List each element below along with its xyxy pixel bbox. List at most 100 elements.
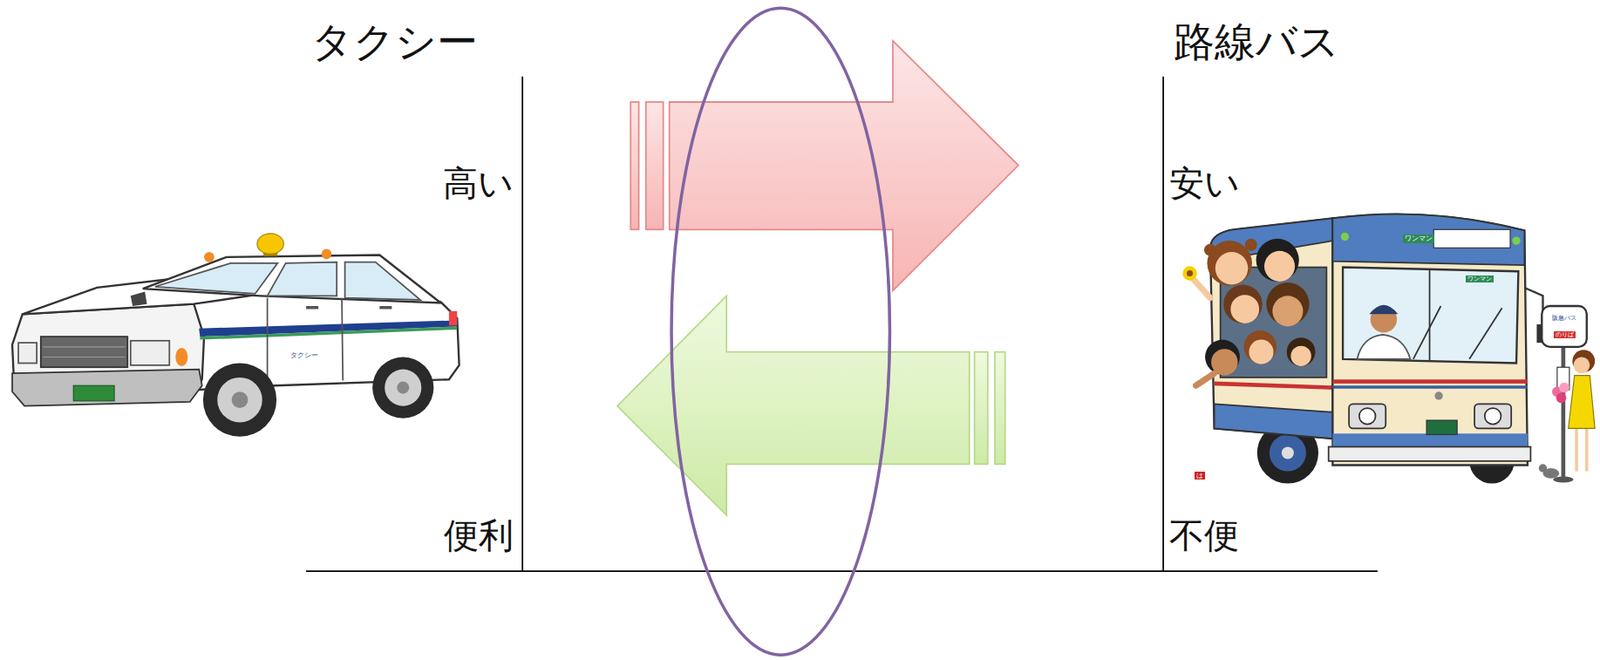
- hub: [231, 391, 249, 409]
- child-arm: [1196, 373, 1215, 386]
- girl-leg: [1585, 428, 1589, 471]
- bouquet: [1559, 382, 1570, 394]
- taxi-grille: [40, 336, 128, 368]
- headlight-frame: [1474, 403, 1512, 429]
- headlight-frame: [1348, 403, 1386, 429]
- taxi-window: [267, 262, 338, 297]
- headlight: [130, 340, 170, 366]
- axis-label: 便利: [443, 516, 514, 557]
- door-line: [341, 298, 343, 382]
- marker-light: [1341, 232, 1349, 241]
- roof-lamp: [257, 233, 284, 254]
- taxi-windshield: [155, 263, 278, 294]
- column-heading: 路線バス: [1173, 19, 1340, 67]
- arrow-stripe: [630, 102, 639, 230]
- child-face: [1264, 251, 1295, 282]
- headlight: [18, 342, 37, 363]
- bus-lower-band: [1214, 403, 1334, 439]
- base-line: [306, 570, 1378, 572]
- taxi-stripe: [199, 326, 457, 340]
- column-heading: タクシー: [311, 19, 478, 67]
- child-face: [1290, 346, 1311, 367]
- girl-face: [1573, 357, 1591, 375]
- child-arm: [1191, 277, 1211, 298]
- hub: [1281, 446, 1294, 459]
- child-pigtail: [1204, 244, 1217, 257]
- driver-cap: [1369, 305, 1399, 315]
- windshield-sign-text: ワンマン: [1465, 275, 1494, 283]
- arrow-stripe: [974, 352, 988, 465]
- tire: [203, 363, 277, 437]
- child-face: [1230, 294, 1260, 324]
- door-text: タクシー: [290, 351, 319, 360]
- marker-light: [1511, 236, 1520, 245]
- bus-windshield: [1342, 267, 1519, 364]
- flower-center: [1186, 270, 1193, 277]
- child-hair: [1256, 238, 1300, 282]
- grille-line: [42, 356, 126, 358]
- bus-stripe: [1214, 381, 1334, 390]
- block-arrow: [669, 40, 1019, 292]
- bus-lower-band: [1332, 433, 1528, 447]
- grille-line: [42, 346, 126, 348]
- axis-label: 不便: [1169, 516, 1240, 557]
- bus-illustration: [1182, 214, 1595, 484]
- destination-sign: [1433, 229, 1511, 248]
- artist-stamp: は: [1194, 471, 1206, 480]
- bus-stop-name: 阪急バス: [1552, 314, 1577, 322]
- taxi-cabin: [142, 255, 442, 304]
- axis-label: 高い: [442, 163, 514, 205]
- wheel: [384, 369, 422, 407]
- destination-sign-text: ワンマン: [1402, 234, 1435, 243]
- wheel: [1269, 434, 1307, 471]
- tail-light: [449, 311, 457, 326]
- driver-body: [1356, 334, 1410, 360]
- bus-top-band: [1332, 214, 1525, 266]
- door-line: [266, 298, 269, 384]
- child-hair: [1223, 284, 1262, 323]
- taxi-window: [345, 262, 422, 300]
- side-mirror: [130, 292, 148, 307]
- wheel: [217, 377, 262, 423]
- wiper: [1469, 307, 1502, 360]
- hub: [396, 381, 409, 395]
- tire: [372, 357, 434, 419]
- child-hair: [1286, 337, 1316, 367]
- bouquet: [1556, 392, 1567, 403]
- child-pigtail: [1245, 238, 1258, 252]
- marker-light: [321, 248, 333, 259]
- headlight: [1484, 408, 1502, 425]
- bus-front: [1332, 214, 1528, 466]
- marker-light: [204, 251, 215, 263]
- door-handle: [306, 306, 319, 310]
- bus-stop-text: のりば: [1553, 331, 1576, 339]
- indicator-light: [175, 347, 188, 367]
- taxi-illustration: [12, 233, 460, 437]
- mirror-arm: [1524, 287, 1543, 325]
- bus-stripe: [1332, 385, 1528, 389]
- cat-head: [1538, 463, 1547, 472]
- bus-stop-pole: [1561, 342, 1566, 480]
- taxi-bumper: [12, 369, 203, 407]
- flower: [1182, 265, 1197, 280]
- arrow-stripe: [994, 352, 1006, 465]
- door-handle: [379, 306, 392, 310]
- wiper: [1413, 306, 1442, 360]
- girl-leg: [1574, 428, 1579, 471]
- license-plate: [73, 385, 115, 402]
- left-axis: [521, 76, 524, 572]
- license-plate: [1426, 420, 1458, 435]
- arrow-stripe: [646, 102, 664, 230]
- bus-stop-sign: [1541, 306, 1587, 348]
- child-face: [1248, 340, 1274, 365]
- girl-dress: [1568, 375, 1595, 429]
- bus-stripe: [1332, 379, 1528, 384]
- bus-bumper: [1328, 446, 1532, 461]
- child-face: [1215, 251, 1248, 285]
- axis-label: 安い: [1169, 163, 1240, 205]
- windshield-divider: [1429, 269, 1431, 361]
- highlight-ellipse: [671, 7, 890, 655]
- bus-emblem: [1434, 391, 1443, 400]
